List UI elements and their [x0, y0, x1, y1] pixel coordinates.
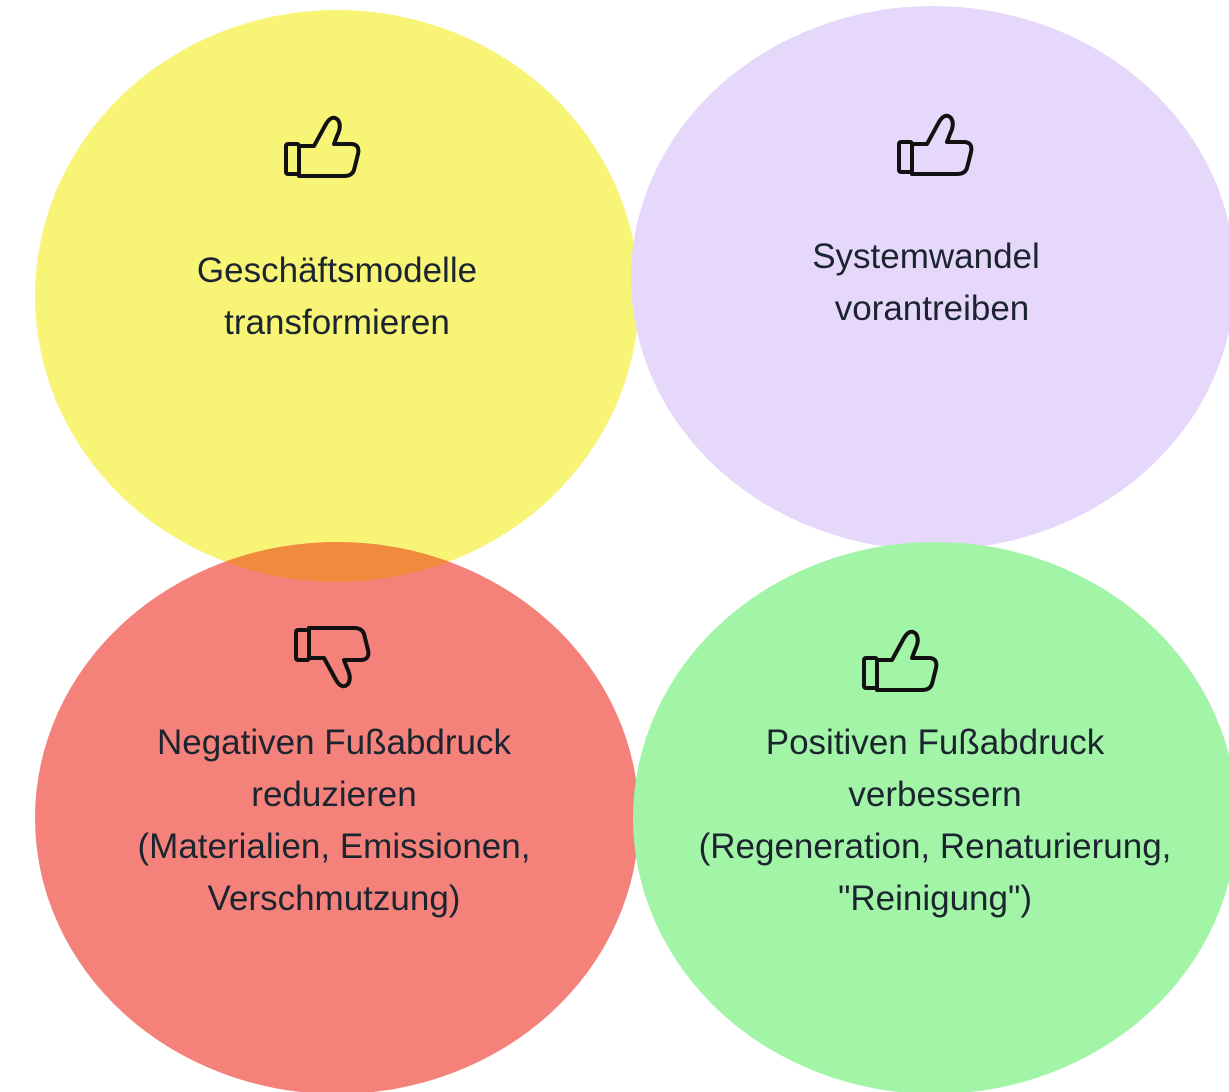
- circle-bottom-left: [35, 542, 639, 1092]
- circle-bottom-right: [633, 542, 1229, 1092]
- label-line: (Regeneration, Renaturierung,: [699, 827, 1172, 866]
- label-bottom-right: Positiven Fußabdruck verbessern (Regener…: [699, 723, 1172, 918]
- label-line: Verschmutzung): [208, 879, 461, 918]
- label-line: Geschäftsmodelle: [197, 251, 477, 290]
- label-bottom-left: Negativen Fußabdruck reduzieren (Materia…: [138, 723, 531, 918]
- circle-top-left: [35, 10, 639, 582]
- label-line: vorantreiben: [835, 289, 1030, 328]
- label-line: Positiven Fußabdruck: [766, 723, 1105, 762]
- label-line: transformieren: [224, 303, 450, 342]
- label-line: Systemwandel: [812, 237, 1040, 276]
- circle-top-right: [631, 6, 1229, 550]
- label-top-right: Systemwandel vorantreiben: [812, 237, 1040, 328]
- label-line: Negativen Fußabdruck: [157, 723, 512, 762]
- label-line: reduzieren: [251, 775, 416, 814]
- label-top-left: Geschäftsmodelle transformieren: [197, 251, 477, 342]
- label-line: "Reinigung"): [838, 879, 1032, 918]
- label-line: (Materialien, Emissionen,: [138, 827, 531, 866]
- label-line: verbessern: [848, 775, 1021, 814]
